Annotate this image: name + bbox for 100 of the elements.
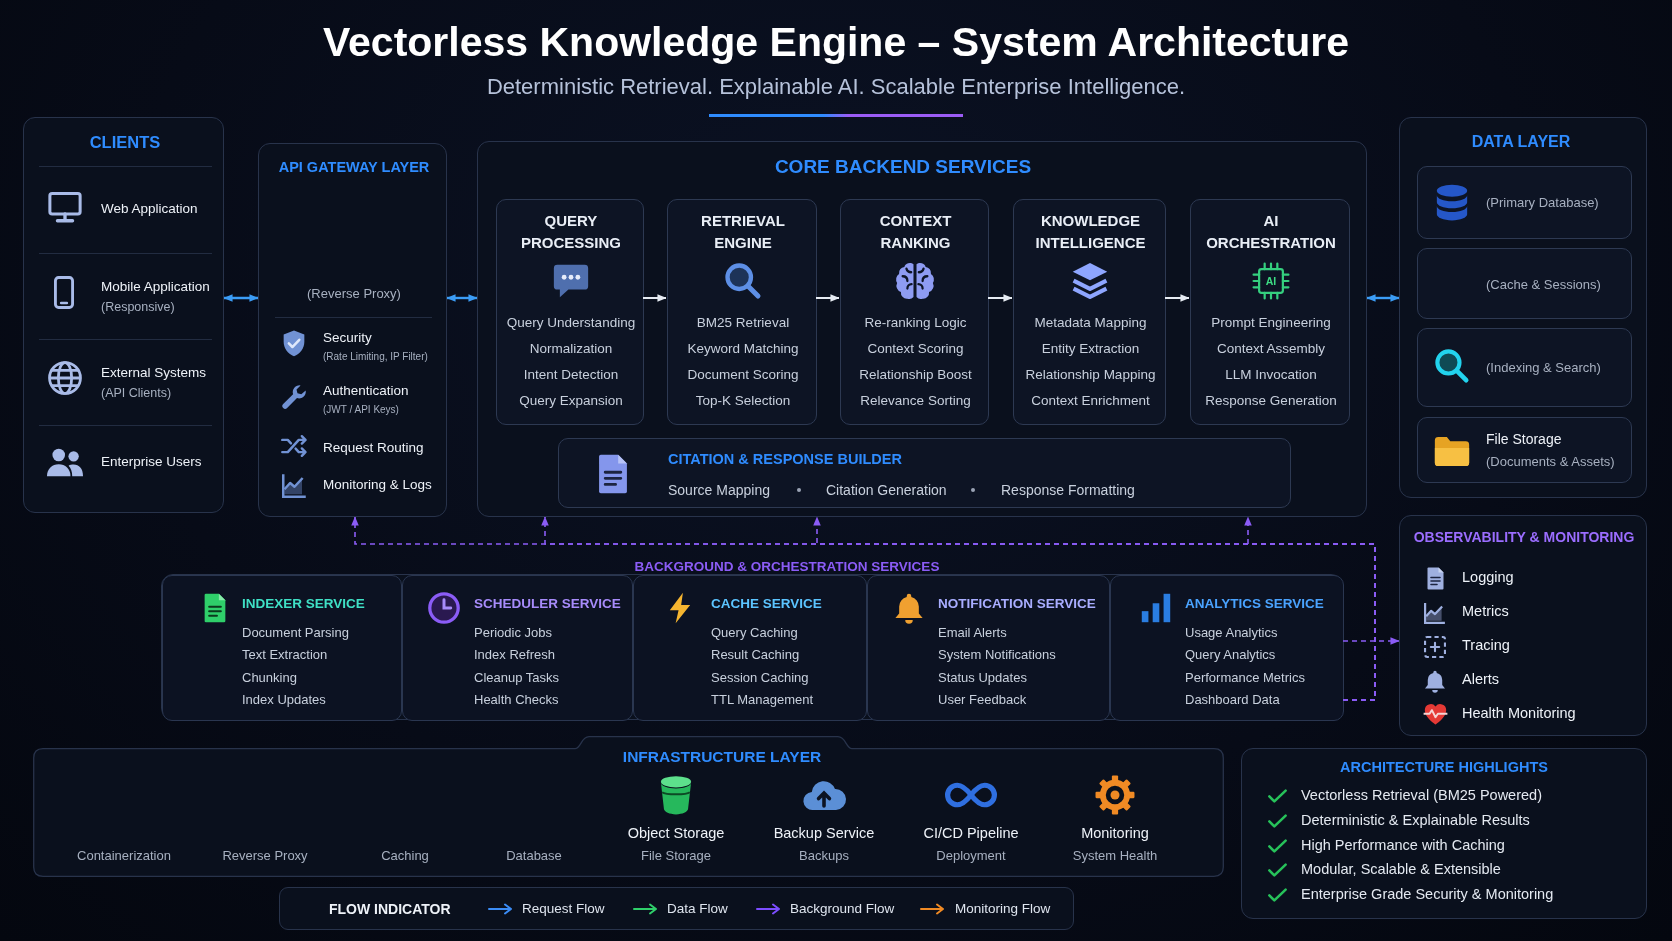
panel-heading: CITATION & RESPONSE BUILDER	[668, 451, 902, 469]
list-item: Query Understanding	[506, 314, 636, 332]
service-card	[633, 575, 867, 721]
item-caption: Database	[506, 848, 562, 864]
item-caption: (Cache & Sessions)	[1486, 277, 1601, 293]
list-item: Citation Generation	[826, 481, 947, 499]
service-card	[402, 575, 633, 721]
item-name: Backup Service	[773, 825, 875, 843]
service-card	[1013, 199, 1166, 425]
list-item: Health Checks	[474, 692, 559, 708]
item-name: Vectorless Retrieval (BM25 Powered)	[1301, 787, 1542, 805]
item-name: Web Application	[101, 200, 198, 218]
item-caption: (Indexing & Search)	[1486, 360, 1601, 376]
card-heading: CACHE SERVICE	[711, 595, 822, 613]
service-card	[1190, 199, 1350, 425]
list-item: Query Expansion	[519, 392, 623, 410]
title: Vectorless Knowledge Engine – System Architecture	[322, 18, 1350, 68]
item-name: High Performance with Caching	[1301, 836, 1505, 855]
list-item: Index Refresh	[474, 647, 555, 664]
item-name: File Storage	[1486, 430, 1562, 448]
list-item: Query Caching	[711, 625, 798, 641]
list-item: Index Updates	[242, 692, 326, 708]
layer-panel	[33, 736, 1224, 877]
item-name: Monitoring	[1081, 825, 1149, 843]
legend-label: Data Flow	[667, 900, 728, 918]
item-caption: Deployment	[936, 848, 1006, 864]
item-caption: File Storage	[640, 848, 712, 864]
storage-card	[1417, 328, 1632, 407]
list-item: Response Generation	[1205, 392, 1337, 410]
list-item: Session Caching	[711, 669, 809, 686]
list-item: Chunking	[242, 669, 297, 686]
service-card	[840, 199, 989, 425]
panel-heading: ARCHITECTURE HIGHLIGHTS	[1340, 759, 1548, 777]
double-arrow	[1366, 294, 1400, 302]
item-name: Metrics	[1462, 603, 1509, 621]
item-name: Enterprise Grade Security & Monitoring	[1301, 886, 1554, 904]
item-name: Deterministic & Explainable Results	[1301, 812, 1530, 830]
item-name: Modular, Scalable & Extensible	[1301, 861, 1501, 880]
list-item: Usage Analytics	[1185, 625, 1278, 641]
dashed-arrow	[1342, 637, 1400, 645]
item-name: External Systems	[101, 364, 207, 382]
list-item: Context Enrichment	[1031, 392, 1150, 410]
layer-panel	[23, 117, 224, 513]
arrow	[1164, 294, 1190, 302]
list-item: Dashboard Data	[1185, 692, 1280, 708]
list-item: Top-K Selection	[695, 392, 791, 410]
list-item: Metadata Mapping	[1034, 314, 1147, 332]
list-item: Email Alerts	[938, 625, 1007, 641]
list-item: Relationship Boost	[859, 366, 972, 384]
item-caption: Containerization	[77, 848, 171, 864]
card-heading: INDEXER SERVICE	[242, 595, 365, 613]
item-name: Mobile Application	[101, 278, 210, 296]
list-item: User Feedback	[938, 692, 1027, 708]
item-name: Authentication	[323, 382, 409, 400]
list-item: Re-ranking Logic	[864, 314, 967, 332]
list-item: Periodic Jobs	[474, 625, 553, 641]
arrow	[642, 294, 667, 302]
panel-heading: DATA LAYER	[1471, 132, 1571, 152]
item-name: Logging	[1462, 569, 1514, 587]
list-item: Entity Extraction	[1041, 340, 1140, 358]
card-heading: RETRIEVAL ENGINE	[700, 211, 786, 253]
list-item: Relevance Sorting	[860, 392, 971, 410]
list-item: Result Caching	[711, 647, 800, 664]
item-caption: (API Clients)	[101, 385, 172, 401]
arrow	[987, 294, 1013, 302]
item-caption: (Responsive)	[101, 299, 175, 315]
item-name: Enterprise Users	[101, 453, 202, 471]
panel-heading: OBSERVABILITY & MONITORING	[1413, 528, 1635, 546]
service-card	[1110, 575, 1344, 721]
item-name: Tracing	[1462, 637, 1510, 655]
double-arrow	[446, 294, 478, 302]
arrow	[815, 294, 840, 302]
list-item: TTL Management	[711, 692, 814, 708]
list-item: System Notifications	[938, 647, 1056, 664]
layer-panel	[1399, 515, 1647, 736]
list-item: Status Updates	[938, 669, 1027, 686]
list-item: BM25 Retrieval	[696, 314, 790, 332]
list-item: LLM Invocation	[1225, 366, 1317, 384]
list-item: Prompt Engineering	[1211, 314, 1331, 332]
panel-heading: API GATEWAY LAYER	[278, 159, 430, 177]
panel-heading: CLIENTS	[89, 133, 161, 153]
legend-label: Monitoring Flow	[955, 900, 1051, 918]
service-card	[496, 199, 644, 425]
card-heading: CONTEXT RANKING	[878, 211, 953, 253]
item-caption: Reverse Proxy	[222, 848, 308, 864]
legend-label: Background Flow	[790, 900, 895, 918]
list-item: Document Parsing	[242, 625, 349, 641]
list-item: Query Analytics	[1185, 647, 1276, 664]
list-item: Normalization	[529, 340, 613, 358]
storage-card	[1417, 417, 1632, 483]
service-card	[667, 199, 817, 425]
item-caption: Caching	[381, 848, 429, 864]
list-item: Context Scoring	[867, 340, 964, 358]
layer-panel	[477, 141, 1367, 517]
card-heading: KNOWLEDGE INTELLIGENCE	[1034, 211, 1147, 253]
item-caption: Backups	[799, 848, 849, 864]
layer-panel	[258, 143, 447, 517]
legend-label: Request Flow	[522, 900, 605, 918]
item-name: CI/CD Pipeline	[923, 825, 1019, 843]
list-item: Context Assembly	[1217, 340, 1325, 358]
